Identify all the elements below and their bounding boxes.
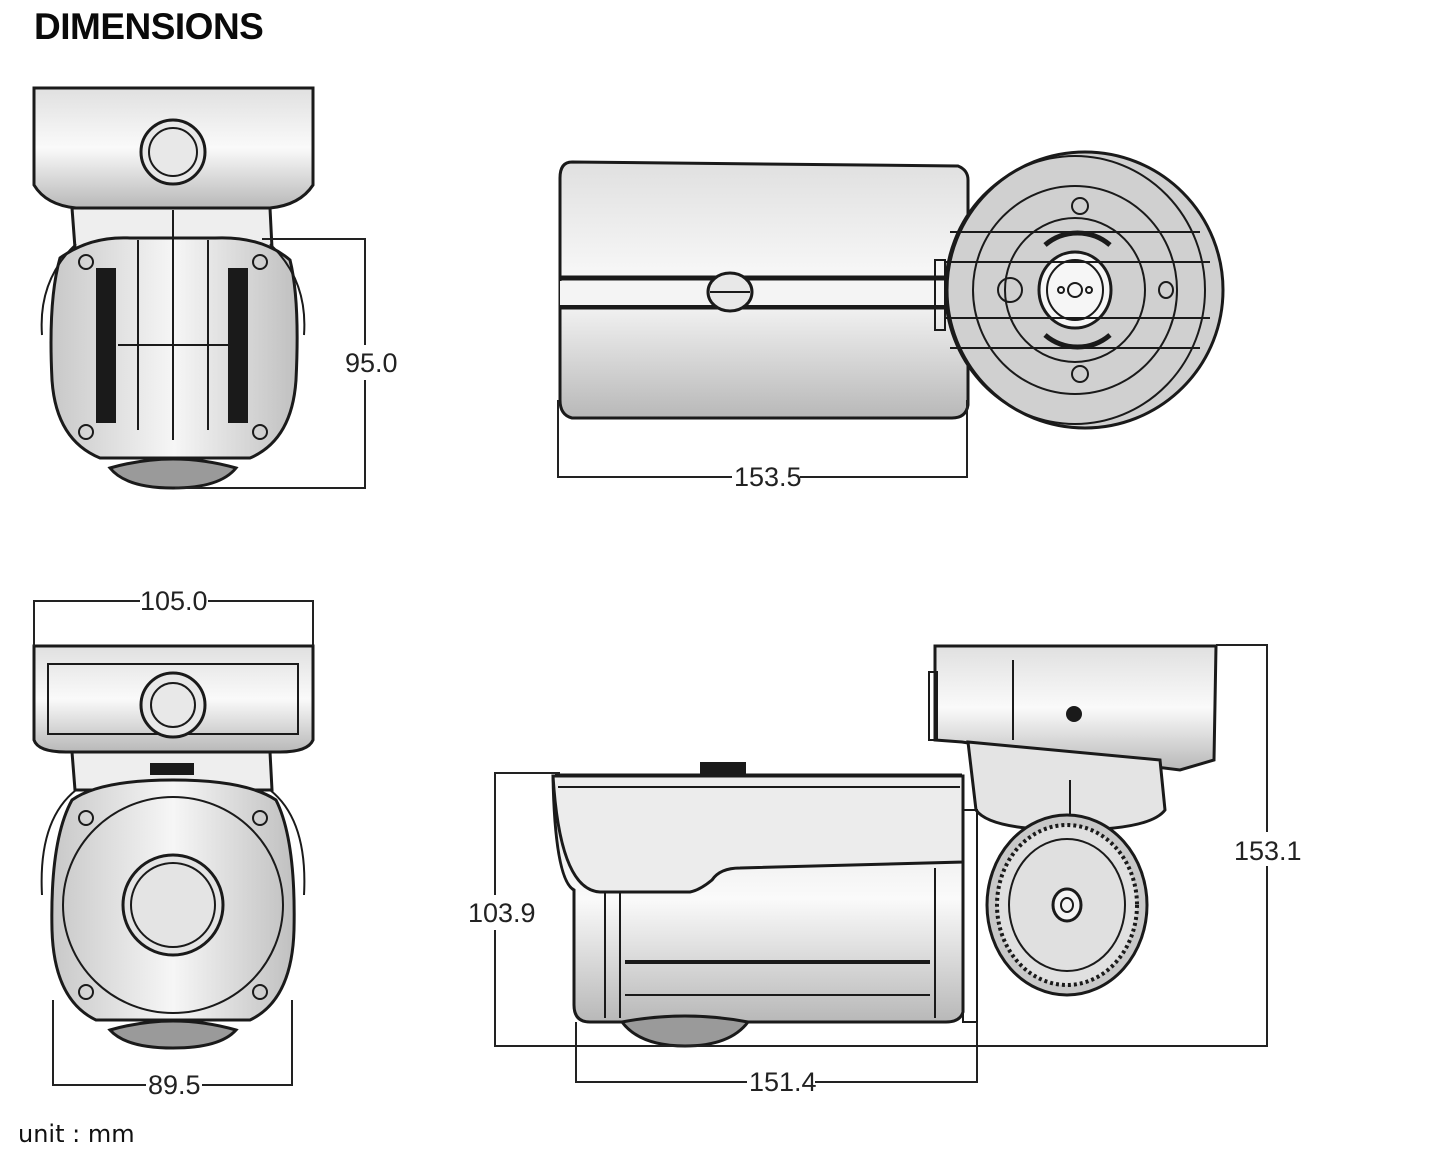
camera-body (551, 762, 978, 1048)
dimension-103-9: 103.9 (468, 772, 560, 1046)
dimension-label: 153.5 (734, 462, 802, 492)
mount-plate (944, 150, 1225, 430)
dimension-label: 103.9 (468, 898, 536, 928)
mount-base (32, 86, 315, 210)
dimension-153-5: 153.5 (557, 400, 968, 492)
dimension-153-1: 153.1 (494, 644, 1302, 1047)
front-view: 95.0 (32, 86, 398, 490)
dimension-label: 153.1 (1234, 836, 1302, 866)
dimension-105: 105.0 (33, 586, 314, 646)
lens-view: 105.0 89.5 (32, 586, 315, 1100)
dimension-89-5: 89.5 (52, 1000, 293, 1100)
dimension-label: 105.0 (140, 586, 208, 616)
dimension-95: 95.0 (175, 238, 398, 489)
unit-label: unit : mm (18, 1120, 135, 1148)
side-view: 153.5 (557, 150, 1225, 492)
camera-body (40, 206, 306, 490)
page-title: DIMENSIONS (34, 6, 264, 47)
dimension-label: 95.0 (345, 348, 398, 378)
camera-body (558, 160, 970, 420)
dimension-label: 151.4 (749, 1067, 817, 1097)
lens-ring (985, 813, 1149, 997)
camera-body (40, 750, 306, 1050)
dimension-151-4: 151.4 (575, 1022, 978, 1097)
profile-view: 103.9 153.1 151.4 (468, 644, 1302, 1097)
mount-base (32, 644, 315, 754)
dimension-label: 89.5 (148, 1070, 201, 1100)
